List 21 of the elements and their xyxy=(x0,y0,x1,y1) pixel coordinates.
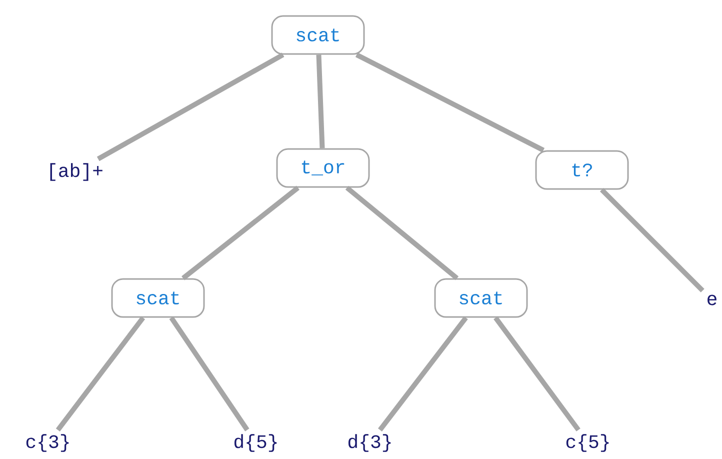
tree-edge xyxy=(316,54,325,148)
tree-edge xyxy=(378,316,468,432)
tree-node-box: t? xyxy=(535,150,629,190)
tree-edge xyxy=(494,316,580,432)
leaf-label: c{3} xyxy=(26,434,69,452)
leaf-label: c{5} xyxy=(566,434,609,452)
tree-edge xyxy=(56,316,146,432)
leaf-label: d{3} xyxy=(348,434,391,452)
tree-edge xyxy=(182,186,300,280)
tree-node-box: scat xyxy=(111,278,205,318)
tree-edge xyxy=(355,52,545,152)
leaf-label: d{5} xyxy=(234,434,277,452)
tree-edge xyxy=(600,188,704,292)
tree-node-box: scat xyxy=(271,15,365,55)
tree-edge xyxy=(169,316,250,432)
tree-edge xyxy=(345,186,459,280)
tree-edge xyxy=(96,52,284,162)
tree-node-box: t_or xyxy=(276,148,370,188)
leaf-label: e xyxy=(708,294,716,306)
leaf-label: [ab]+ xyxy=(50,163,102,181)
tree-node-box: scat xyxy=(434,278,528,318)
